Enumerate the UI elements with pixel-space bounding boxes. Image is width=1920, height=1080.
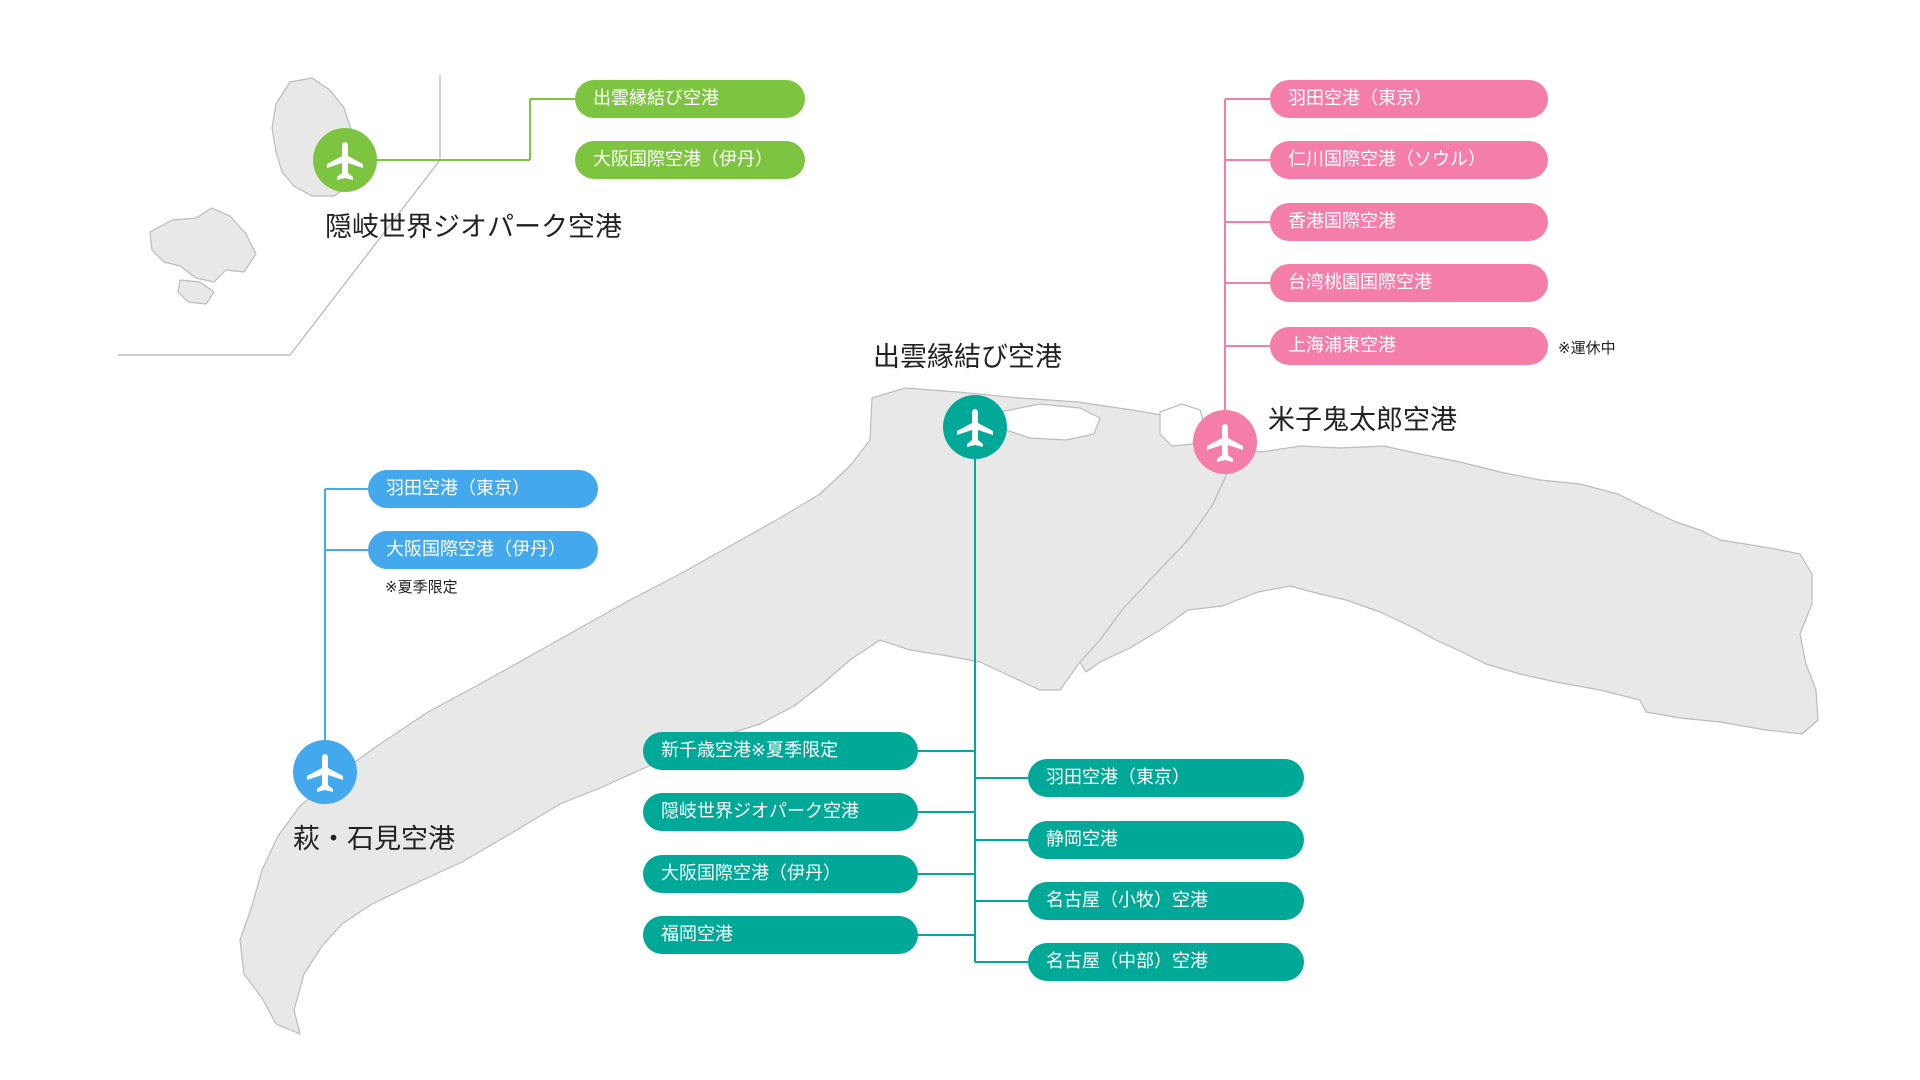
izumo-airport-name: 出雲縁結び空港 <box>873 342 1062 373</box>
airplane-icon <box>1207 424 1243 462</box>
yonago-route-haneda[interactable]: 羽田空港（東京） <box>1270 80 1548 118</box>
oki-dozen-islands <box>149 207 257 283</box>
yonago-airport-marker[interactable] <box>1193 410 1257 474</box>
izumo-route-oki[interactable]: 隠岐世界ジオパーク空港 <box>643 793 918 831</box>
izumo-route-newchitose[interactable]: 新千歳空港※夏季限定 <box>643 732 918 770</box>
izumo-route-chubu[interactable]: 名古屋（中部）空港 <box>1028 943 1304 981</box>
yonago-suspended-note: ※運休中 <box>1558 339 1616 357</box>
oki-route-izumo[interactable]: 出雲縁結び空港 <box>575 80 805 118</box>
yonago-route-pudong[interactable]: 上海浦東空港 <box>1270 327 1548 365</box>
tottori-prefecture <box>1079 445 1819 735</box>
iwami-summer-note: ※夏季限定 <box>385 578 458 596</box>
iwami-route-itami[interactable]: 大阪国際空港（伊丹） <box>368 531 598 569</box>
yonago-route-incheon[interactable]: 仁川国際空港（ソウル） <box>1270 141 1548 179</box>
izumo-airport-marker[interactable] <box>943 395 1007 459</box>
yonago-route-hongkong[interactable]: 香港国際空港 <box>1270 203 1548 241</box>
iwami-airport-marker[interactable] <box>293 740 357 804</box>
izumo-route-itami[interactable]: 大阪国際空港（伊丹） <box>643 855 918 893</box>
yonago-airport-name: 米子鬼太郎空港 <box>1268 405 1457 436</box>
airplane-icon <box>327 142 363 180</box>
yonago-route-taoyuan[interactable]: 台湾桃園国際空港 <box>1270 264 1548 302</box>
lake-shinji <box>999 403 1101 441</box>
izumo-route-fukuoka[interactable]: 福岡空港 <box>643 916 918 954</box>
oki-route-itami[interactable]: 大阪国際空港（伊丹） <box>575 141 805 179</box>
oki-airport-name: 隠岐世界ジオパーク空港 <box>325 212 622 243</box>
inset-frame-line <box>118 75 441 356</box>
oki-small-island <box>177 279 215 305</box>
airplane-icon <box>957 409 993 447</box>
iwami-airport-name: 萩・石見空港 <box>293 824 455 855</box>
izumo-route-shizuoka[interactable]: 静岡空港 <box>1028 821 1304 859</box>
iwami-route-haneda[interactable]: 羽田空港（東京） <box>368 470 598 508</box>
izumo-route-haneda[interactable]: 羽田空港（東京） <box>1028 759 1304 797</box>
oki-airport-marker[interactable] <box>313 128 377 192</box>
airplane-icon <box>307 754 343 792</box>
izumo-route-komaki[interactable]: 名古屋（小牧）空港 <box>1028 882 1304 920</box>
